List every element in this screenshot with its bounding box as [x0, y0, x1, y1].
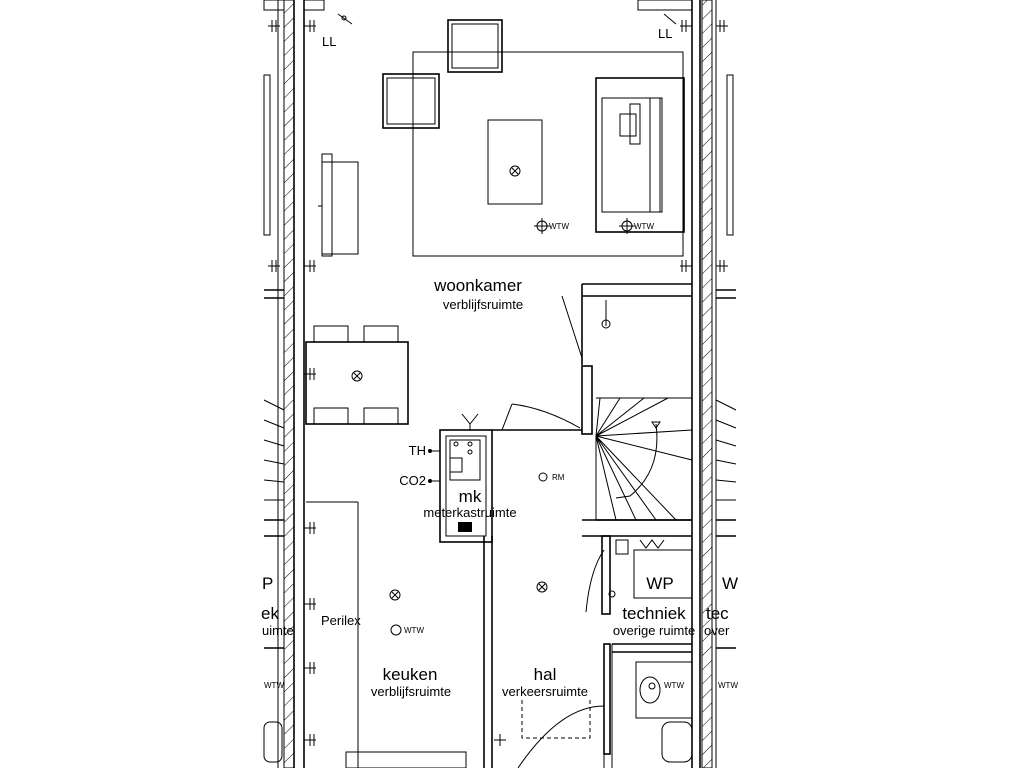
co2-label: CO2 [399, 473, 426, 488]
hal-type: verkeersruimte [502, 684, 588, 699]
techniek-type: overige ruimte [613, 623, 695, 638]
svg-text:WTW: WTW [634, 222, 654, 231]
left-partial-name: ek [261, 604, 279, 623]
staircase [582, 397, 693, 537]
wtw-kitchen: WTW [390, 624, 424, 636]
woonkamer-type: verblijfsruimte [443, 297, 523, 312]
ll-symbol-right: LL [658, 13, 677, 41]
rug [412, 51, 684, 257]
wtw-vent-2: WTW [619, 218, 654, 234]
light-hal [536, 581, 548, 593]
mk-type: meterkastruimte [423, 505, 516, 520]
techniek-name: techniek [622, 604, 686, 623]
keuken-type: verblijfsruimte [371, 684, 451, 699]
svg-text:RM: RM [552, 473, 565, 482]
neighbour-stairs [263, 399, 737, 501]
left-neighbour-wc [263, 721, 283, 763]
armchair-2 [382, 73, 440, 129]
neighbour-walls [263, 74, 736, 649]
svg-text:WTW: WTW [664, 681, 684, 690]
rm-symbol: RM [538, 472, 565, 482]
th-label: TH [409, 443, 426, 458]
socket-ticks-right [680, 20, 728, 272]
wp-left: P [262, 574, 273, 593]
coffee-table [487, 119, 543, 205]
wtw-vent-1: WTW [534, 218, 569, 234]
meterkast [439, 403, 582, 768]
left-partial-type: uimte [262, 623, 294, 638]
wp-right: WP [646, 574, 673, 593]
sofa [595, 77, 685, 233]
armchair-1 [447, 19, 503, 73]
techniek-walls [585, 535, 693, 768]
wtw-left: WTW [264, 681, 284, 690]
light-kitchen [389, 589, 401, 601]
svg-text:WTW: WTW [404, 626, 424, 635]
svg-text:WTW: WTW [549, 222, 569, 231]
right-partial-type: over [704, 623, 730, 638]
stair-enclosure [561, 283, 692, 435]
wtw-right: WTW [718, 681, 738, 690]
woonkamer-name: woonkamer [433, 276, 522, 295]
ll-symbol-left: LL [322, 13, 353, 49]
svg-text:LL: LL [658, 26, 672, 41]
socket-ticks-left [268, 20, 316, 746]
right-partial-name: tec [706, 604, 729, 623]
mk-name: mk [459, 487, 482, 506]
hal-name: hal [534, 665, 557, 684]
svg-text:LL: LL [322, 34, 336, 49]
keuken-name: keuken [383, 665, 438, 684]
perilex-label: Perilex [321, 613, 361, 628]
top-walls [263, 0, 693, 11]
dining-table [305, 325, 409, 425]
right-party-wall [691, 0, 717, 768]
tv-cabinet [318, 153, 359, 257]
wp-right-neighbour: W [722, 574, 738, 593]
left-party-wall [277, 0, 305, 768]
toilet: WTW [635, 661, 693, 763]
front-door [494, 700, 605, 768]
kitchen-counter [306, 501, 467, 768]
